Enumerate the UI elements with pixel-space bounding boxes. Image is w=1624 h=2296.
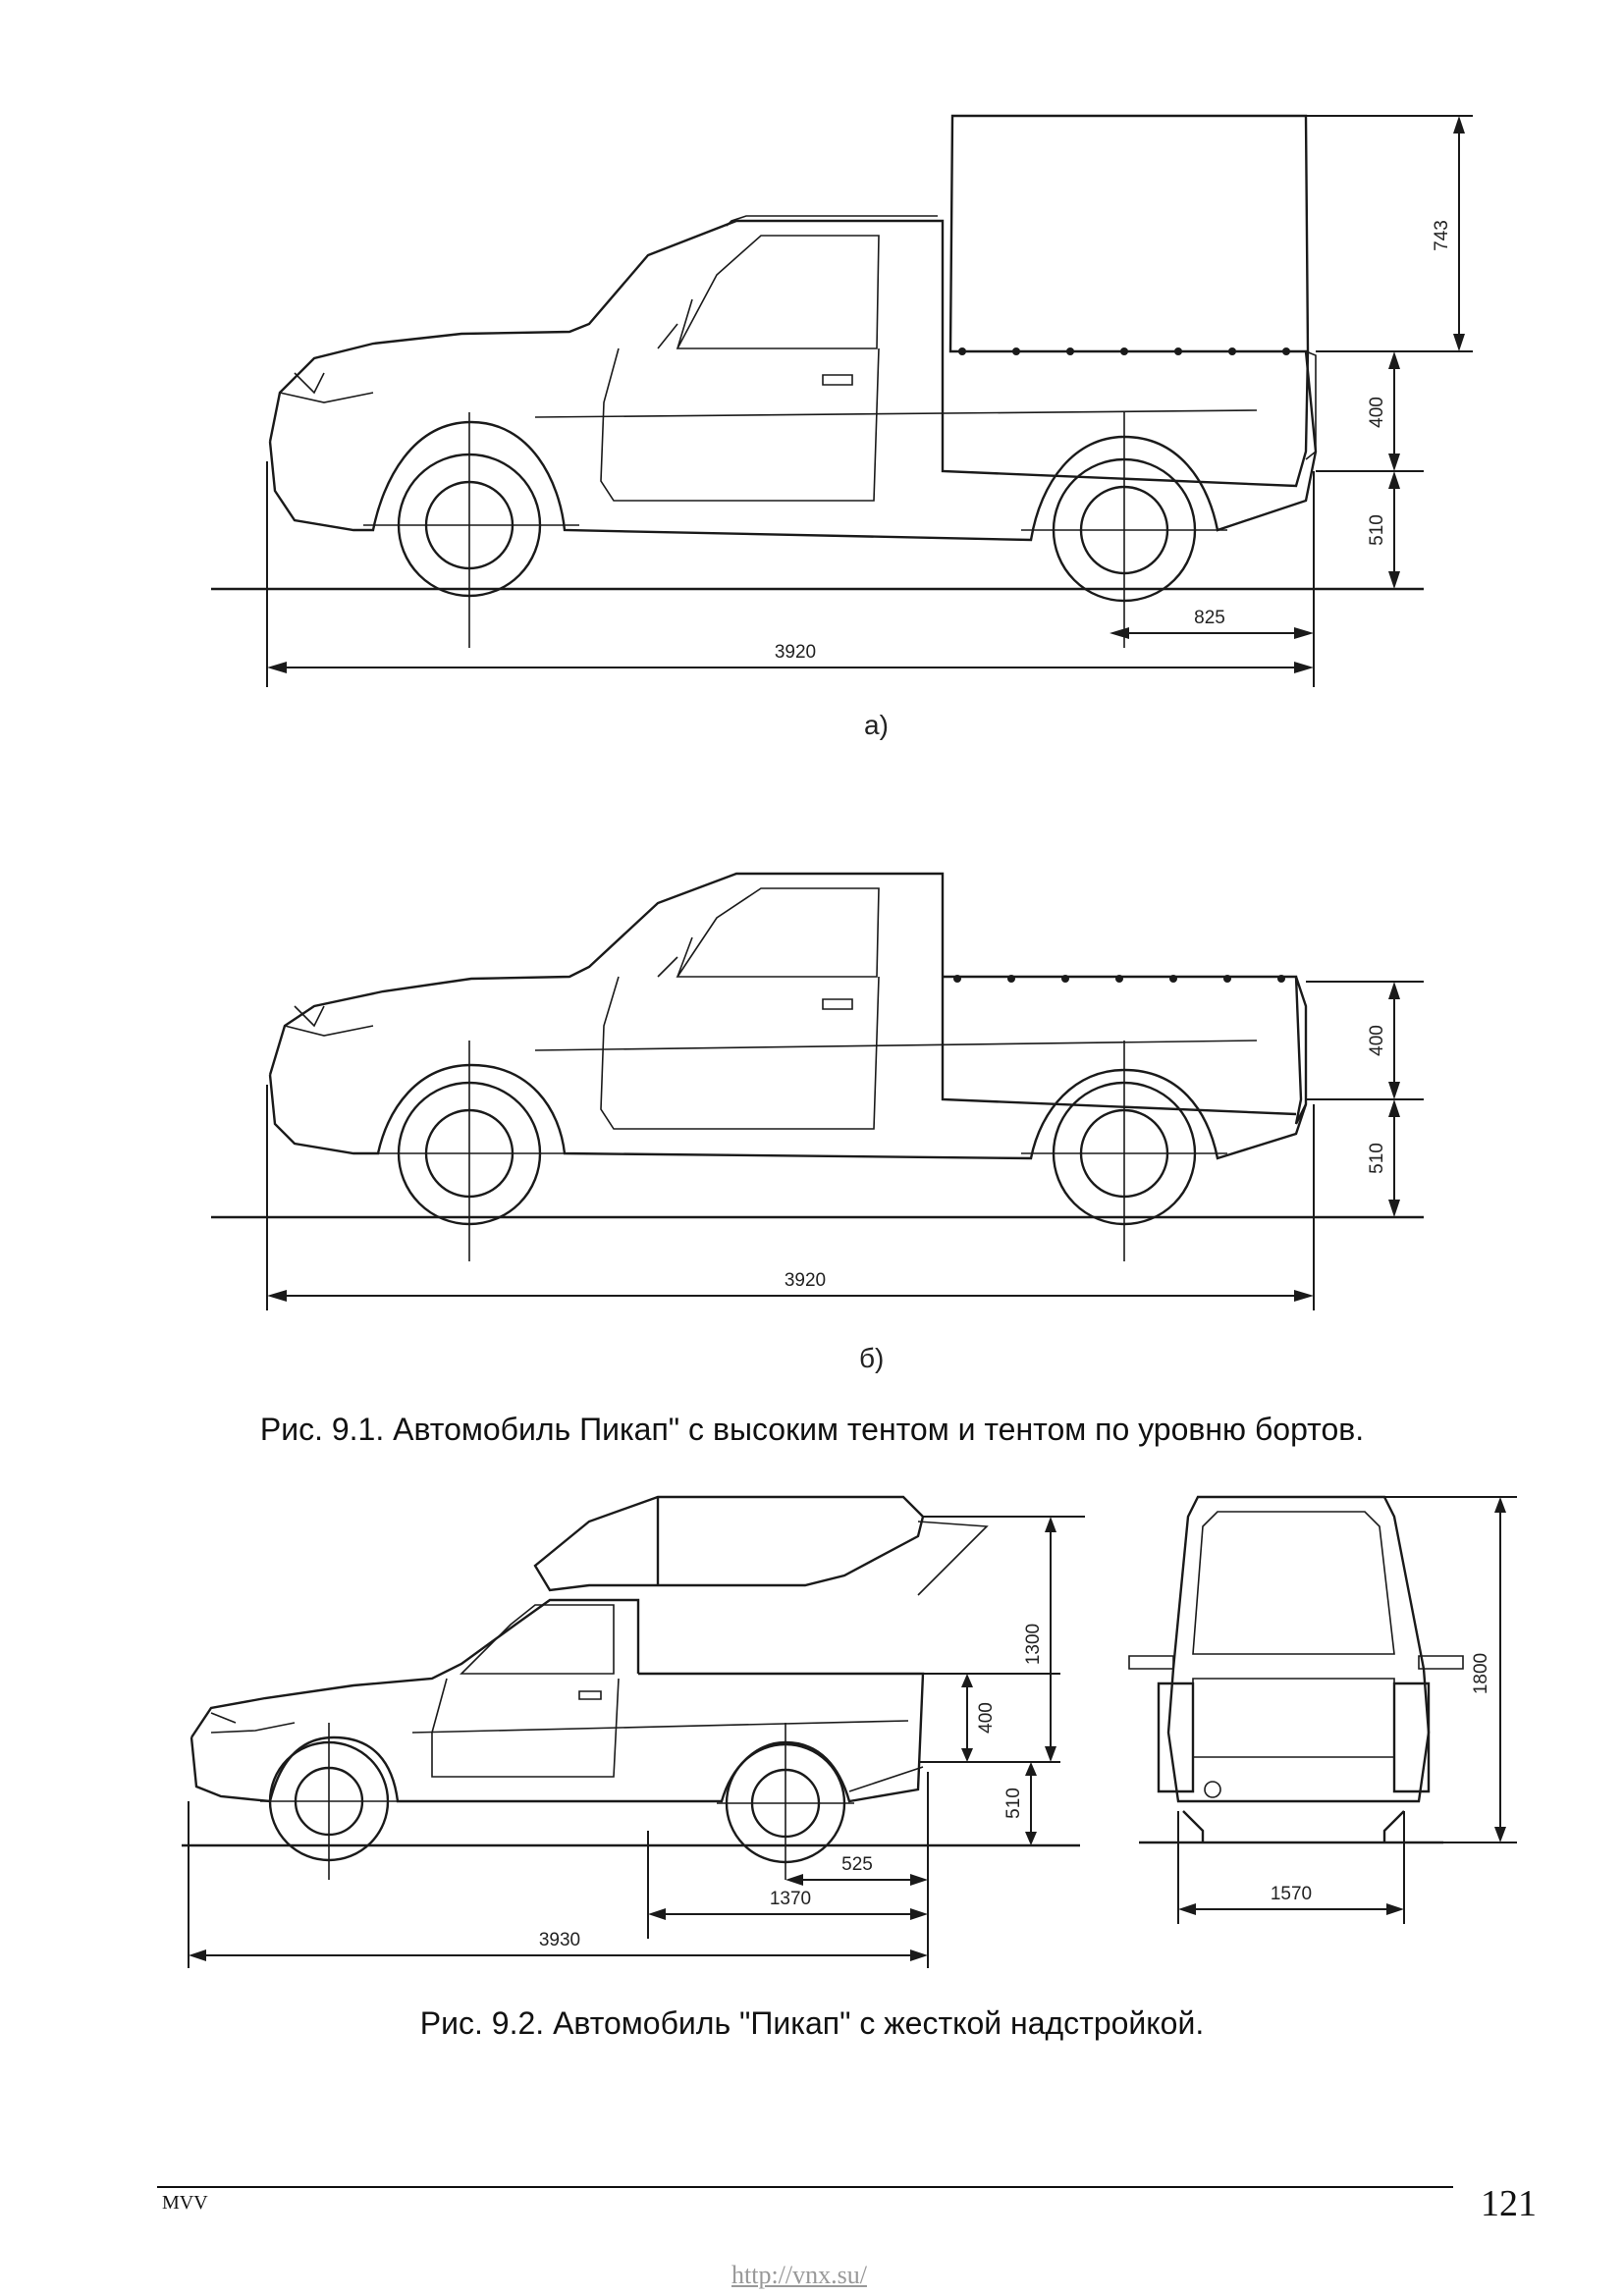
footer-rule (157, 2186, 1453, 2188)
dim-rear-overhang: 825 (1194, 608, 1225, 628)
dim-side-height: 400 (1367, 1025, 1387, 1056)
figure-9-1-view-a: 743 400 510 3920 825 (0, 98, 1624, 766)
page-number: 121 (1481, 2183, 1537, 2224)
view-b-label: б) (859, 1343, 885, 1373)
figure-9-1-view-b: 400 510 3920 (0, 829, 1624, 1360)
pickup-low-tent-drawing: 400 510 3920 (211, 872, 1424, 1310)
figure-9-1-caption: Рис. 9.1. Автомобиль Пикап" с высоким те… (259, 1412, 1365, 1447)
dim-rear-height: 1800 (1471, 1653, 1491, 1694)
dim-rear-overhang: 525 (841, 1854, 873, 1875)
figure-9-2: 1300 400 510 3930 1370 525 1800 (0, 1477, 1624, 1978)
dim-top-height: 1300 (1023, 1624, 1044, 1665)
dim-side-height: 400 (1367, 397, 1387, 428)
dim-tent-height: 743 (1432, 220, 1452, 251)
dim-overall-length: 3920 (785, 1270, 826, 1291)
dim-body-length: 1370 (770, 1889, 811, 1909)
dim-floor-height: 510 (1367, 1143, 1387, 1174)
dim-floor-height: 510 (1003, 1788, 1024, 1819)
dim-floor-height: 510 (1367, 514, 1387, 546)
footer-author: MVV (162, 2192, 208, 2214)
pickup-hardtop-drawing: 1300 400 510 3930 1370 525 1800 (182, 1495, 1517, 1968)
source-url-link[interactable]: http://vnx.su/ (731, 2261, 867, 2289)
view-a-label: а) (864, 710, 889, 740)
pickup-high-tent-drawing: 743 400 510 3920 825 (211, 114, 1473, 687)
dim-rear-width: 1570 (1271, 1884, 1312, 1904)
figure-9-2-caption: Рис. 9.2. Автомобиль "Пикап" с жесткой н… (419, 2005, 1205, 2041)
dim-side-height: 400 (976, 1702, 997, 1734)
dim-overall-length: 3930 (539, 1930, 580, 1950)
dim-overall-length: 3920 (775, 642, 816, 663)
